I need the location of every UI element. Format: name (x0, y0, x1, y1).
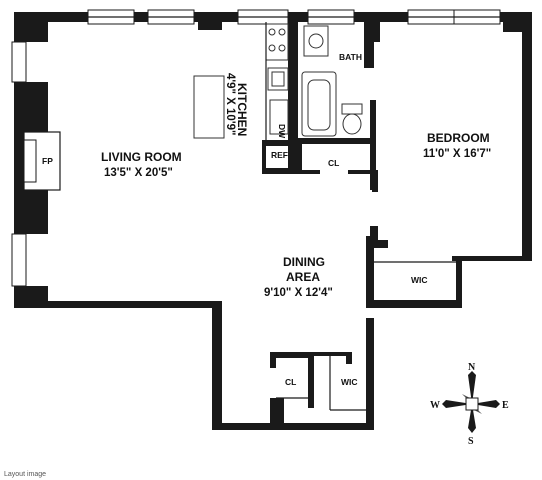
kitchen-name: KITCHEN (235, 83, 249, 136)
room-labels: LIVING ROOM 13'5" X 20'5" KITCHEN 4'9" X… (101, 52, 491, 387)
windows (11, 9, 501, 287)
dishwasher-label: DW (277, 124, 287, 139)
living-room-name: LIVING ROOM (101, 150, 182, 164)
closet-hall-label: CL (328, 158, 339, 168)
compass-east: E (502, 400, 509, 411)
fireplace: FP (23, 131, 61, 191)
dining-dims: 9'10" X 12'4" (264, 287, 333, 299)
wic-entry-label: WIC (341, 377, 358, 387)
wic-bedroom-label: WIC (411, 275, 428, 285)
living-room-dims: 13'5" X 20'5" (104, 167, 173, 179)
compass-rose: N S E W (430, 362, 509, 447)
compass-west: W (430, 400, 440, 411)
refrigerator-label: REF (271, 150, 288, 160)
bedroom-name: BEDROOM (427, 131, 490, 145)
dining-name-2: AREA (286, 270, 320, 284)
compass-south: S (468, 436, 474, 447)
bedroom-dims: 11'0" X 16'7" (423, 148, 491, 160)
interior-walls (198, 12, 462, 428)
bath-fixtures (301, 25, 363, 137)
kitchen-dims: 4'9" X 10'9" (224, 73, 236, 135)
fireplace-label: FP (42, 156, 53, 166)
kitchen-fixtures: DW (193, 22, 289, 140)
footer-caption: Layout image (4, 471, 47, 478)
dining-name: DINING (283, 255, 325, 269)
bath-name: BATH (339, 52, 362, 62)
closet-entry-label: CL (285, 377, 296, 387)
compass-north: N (468, 362, 476, 373)
